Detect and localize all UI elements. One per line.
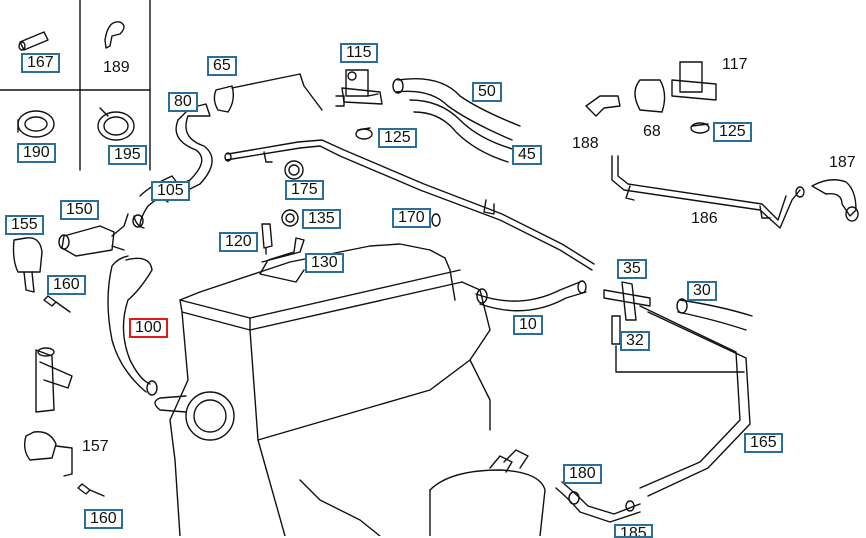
label-130[interactable]: 130 [305, 253, 344, 273]
label-188[interactable]: 188 [572, 135, 599, 152]
label-175[interactable]: 175 [285, 180, 324, 200]
label-10[interactable]: 10 [513, 315, 543, 335]
coolant-pipe-upper [224, 139, 595, 271]
label-189[interactable]: 189 [103, 59, 130, 76]
label-105[interactable]: 105 [151, 181, 190, 201]
label-157[interactable]: 157 [82, 438, 109, 455]
label-165[interactable]: 165 [744, 433, 783, 453]
label-80[interactable]: 80 [168, 92, 198, 112]
label-180[interactable]: 180 [563, 464, 602, 484]
part-180-pipe [555, 481, 641, 523]
part-135-nut [281, 209, 299, 227]
part-189-clip [104, 21, 125, 49]
inset-grid [0, 0, 151, 171]
part-175-nut [284, 160, 304, 180]
part-160-bolt-b [77, 483, 105, 497]
label-45[interactable]: 45 [512, 145, 542, 165]
label-68[interactable]: 68 [643, 123, 661, 140]
label-170[interactable]: 170 [392, 208, 431, 228]
label-190[interactable]: 190 [17, 143, 56, 163]
hose-100 [107, 255, 158, 396]
label-155[interactable]: 155 [5, 215, 44, 235]
part-167-sleeve [18, 31, 49, 51]
label-195[interactable]: 195 [108, 145, 147, 165]
label-186[interactable]: 186 [691, 210, 718, 227]
coolant-pipe-165 [615, 305, 751, 497]
label-120[interactable]: 120 [219, 232, 258, 252]
part-115-valve [335, 69, 383, 140]
part-150-pump [58, 213, 129, 257]
part-160-bolt-a [43, 295, 71, 313]
label-187[interactable]: 187 [829, 154, 856, 171]
label-167[interactable]: 167 [21, 53, 60, 73]
part-35-fitting [603, 281, 651, 345]
part-aux-pump [35, 347, 73, 413]
part-120-sensor [261, 223, 273, 255]
label-135[interactable]: 135 [302, 209, 341, 229]
label-35[interactable]: 35 [617, 259, 647, 279]
part-155-bracket [12, 237, 43, 293]
part-117-valve [634, 61, 717, 134]
coolant-pipe-186 [611, 155, 859, 229]
label-117[interactable]: 117 [722, 56, 748, 73]
part-188-elbow [585, 95, 621, 117]
label-32[interactable]: 32 [620, 331, 650, 351]
hose-50 [392, 78, 521, 163]
label-115[interactable]: 115 [340, 43, 378, 63]
label-125-left[interactable]: 125 [378, 128, 417, 148]
label-160-lower[interactable]: 160 [84, 509, 123, 529]
hose-30 [676, 298, 753, 331]
label-50[interactable]: 50 [472, 82, 502, 102]
hose-10 [475, 280, 587, 312]
part-195-hose-clamp [97, 107, 135, 141]
part-157-bracket [23, 431, 73, 477]
label-65[interactable]: 65 [207, 56, 237, 76]
label-125-right[interactable]: 125 [713, 122, 752, 142]
part-130-bracket [259, 237, 305, 283]
part-190-clamp [17, 110, 55, 138]
part-170-seal [431, 213, 441, 227]
label-30[interactable]: 30 [687, 281, 717, 301]
label-150[interactable]: 150 [60, 200, 99, 220]
label-100-selected[interactable]: 100 [129, 318, 168, 338]
label-160-upper[interactable]: 160 [47, 275, 86, 295]
engine-block [154, 243, 546, 536]
part-65-grommet [213, 73, 323, 113]
